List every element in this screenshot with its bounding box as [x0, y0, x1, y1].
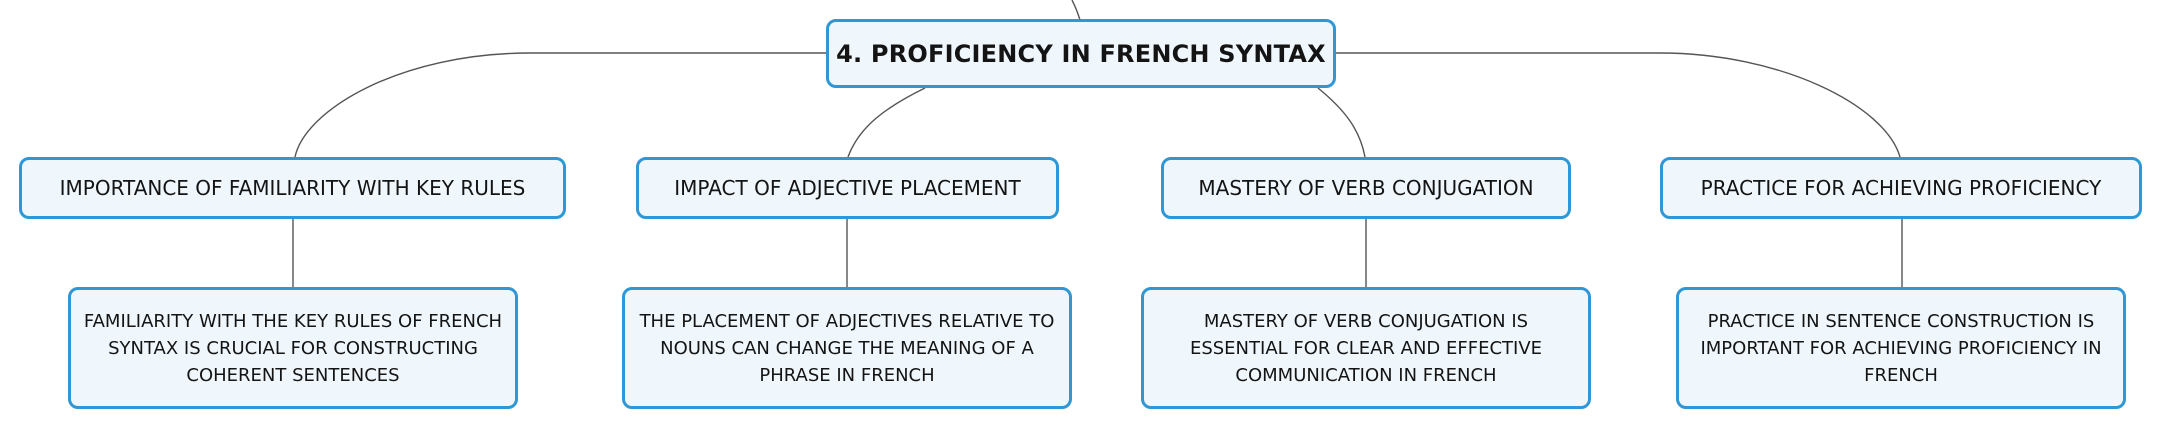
connector-root-branch-2 — [847, 87, 926, 158]
topic-label: IMPACT OF ADJECTIVE PLACEMENT — [674, 176, 1021, 200]
topic-node-familiarity[interactable]: IMPORTANCE OF FAMILIARITY WITH KEY RULES — [19, 157, 566, 219]
connector-parent-root — [1071, 0, 1081, 21]
topic-node-adjective-placement[interactable]: IMPACT OF ADJECTIVE PLACEMENT — [636, 157, 1059, 219]
connector-root-branch-4 — [1336, 52, 1901, 158]
topic-label: IMPORTANCE OF FAMILIARITY WITH KEY RULES — [59, 176, 526, 200]
detail-text: THE PLACEMENT OF ADJECTIVES RELATIVE TO … — [639, 310, 1055, 386]
connector-root-branch-3 — [1317, 87, 1366, 158]
detail-node-practice[interactable]: PRACTICE IN SENTENCE CONSTRUCTION IS IMP… — [1676, 287, 2126, 409]
topic-node-practice[interactable]: PRACTICE FOR ACHIEVING PROFICIENCY — [1660, 157, 2142, 219]
detail-node-familiarity[interactable]: FAMILIARITY WITH THE KEY RULES OF FRENCH… — [68, 287, 518, 409]
detail-text: PRACTICE IN SENTENCE CONSTRUCTION IS IMP… — [1700, 310, 2102, 386]
detail-text: FAMILIARITY WITH THE KEY RULES OF FRENCH… — [83, 310, 503, 386]
topic-label: PRACTICE FOR ACHIEVING PROFICIENCY — [1700, 176, 2102, 200]
detail-text: MASTERY OF VERB CONJUGATION IS ESSENTIAL… — [1189, 310, 1543, 386]
detail-node-verb-conjugation[interactable]: MASTERY OF VERB CONJUGATION IS ESSENTIAL… — [1141, 287, 1591, 409]
topic-label: MASTERY OF VERB CONJUGATION — [1198, 176, 1534, 200]
root-label: 4. PROFICIENCY IN FRENCH SYNTAX — [836, 39, 1326, 68]
topic-node-verb-conjugation[interactable]: MASTERY OF VERB CONJUGATION — [1161, 157, 1571, 219]
connector-root-branch-1 — [294, 52, 826, 158]
detail-node-adjective-placement[interactable]: THE PLACEMENT OF ADJECTIVES RELATIVE TO … — [622, 287, 1072, 409]
root-node[interactable]: 4. PROFICIENCY IN FRENCH SYNTAX — [826, 19, 1336, 88]
